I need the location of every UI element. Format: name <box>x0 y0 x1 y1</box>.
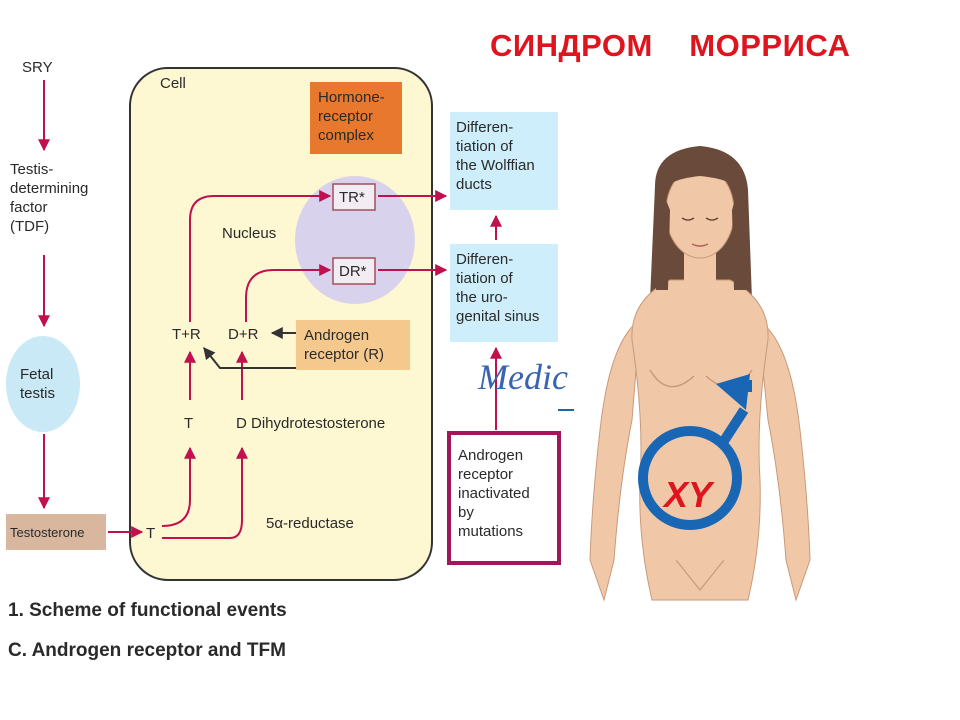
androgen-receptor-label: Androgen receptor (R) <box>304 326 384 364</box>
inactivated-line: by <box>458 504 474 521</box>
urogenital-box <box>450 244 558 342</box>
wolffian-line: tiation of <box>456 138 513 155</box>
d-plus-r-label: D+R <box>228 326 259 343</box>
fetal-testis-shape <box>6 336 80 432</box>
wolffian-line: ducts <box>456 176 492 193</box>
urogenital-label: Differen- tiation of the uro- genital si… <box>456 250 539 326</box>
hormone-complex-label: Hormone- receptor complex <box>318 88 385 145</box>
inactivated-box <box>447 431 561 565</box>
tdf-line: Testis- <box>10 161 54 178</box>
testosterone-label: Testosterone <box>10 525 85 540</box>
cell-label: Cell <box>160 75 186 92</box>
t-entry-label: T <box>146 525 156 542</box>
female-figure <box>589 146 811 602</box>
wolffian-box <box>450 112 558 210</box>
dr-label: DR* <box>339 263 367 280</box>
male-symbol <box>638 374 752 530</box>
tdf-line: determining <box>10 180 89 197</box>
t-label: T <box>184 415 194 432</box>
androgen-receptor-line: Androgen <box>304 327 370 344</box>
dr-box <box>332 257 376 285</box>
fetal-testis-line: Fetal <box>20 366 54 383</box>
hormone-complex-line: Hormone- <box>318 89 385 106</box>
wolffian-line: Differen- <box>456 119 514 136</box>
fetal-testis-line: testis <box>20 385 56 402</box>
nucleus-label: Nucleus <box>222 225 277 242</box>
caption-line-2: C. Androgen receptor and TFM <box>8 640 286 661</box>
urogenital-line: tiation of <box>456 270 513 287</box>
urogenital-line: Differen- <box>456 251 514 268</box>
inactivated-line: receptor <box>458 466 514 483</box>
hormone-complex-line: receptor <box>318 108 374 125</box>
watermark-text: Medic <box>478 357 568 397</box>
wolffian-label: Differen- tiation of the Wolffian ducts <box>456 118 535 194</box>
reductase-label: 5α-reductase <box>266 515 354 532</box>
fetal-testis-label: Fetal testis <box>20 365 55 403</box>
tr-label: TR* <box>339 189 365 206</box>
hormone-complex-line: complex <box>318 127 374 144</box>
tr-box <box>332 183 376 211</box>
tdf-line: factor <box>10 199 48 216</box>
tdf-label: Testis- determining factor (TDF) <box>10 160 88 236</box>
tdf-line: (TDF) <box>10 218 50 235</box>
inactivated-line: mutations <box>458 523 524 540</box>
inactivated-line: inactivated <box>458 485 530 502</box>
page-title: СИНДРОМ МОРРИСА <box>490 28 851 63</box>
caption-line-1: 1. Scheme of functional events <box>8 600 287 621</box>
dihydrotestosterone-label: D Dihydrotestosterone <box>236 415 386 432</box>
urogenital-line: the uro- <box>456 289 508 306</box>
hormone-complex-box <box>310 82 402 154</box>
karyotype-label: XY <box>664 474 713 515</box>
androgen-receptor-line: receptor (R) <box>304 346 385 363</box>
sry-label: SRY <box>22 59 53 76</box>
inactivated-label: Androgen receptor inactivated by mutatio… <box>458 446 530 541</box>
inactivated-line: Androgen <box>458 447 524 464</box>
androgen-receptor-box <box>296 320 410 370</box>
t-plus-r-label: T+R <box>172 326 201 343</box>
testosterone-box <box>6 514 106 550</box>
wolffian-line: the Wolffian <box>456 157 535 174</box>
urogenital-line: genital sinus <box>456 308 540 325</box>
